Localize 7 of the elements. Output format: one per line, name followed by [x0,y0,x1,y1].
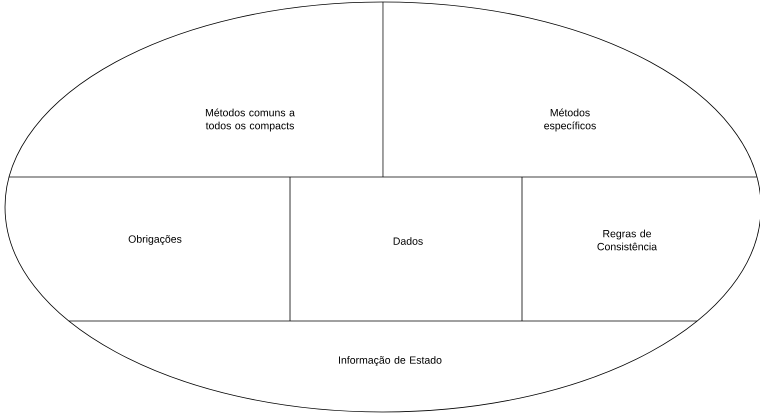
region-label: Regras de Consistência [597,230,658,250]
region-label: Informação de Estado [339,356,442,366]
region-label: Métodos comuns a todos os compacts [206,108,295,132]
region-label: Dados [394,237,423,245]
ellipse-outline [4,2,760,412]
region-label: Obrigações [128,235,182,245]
region-label: Métodos específicos [544,108,596,132]
